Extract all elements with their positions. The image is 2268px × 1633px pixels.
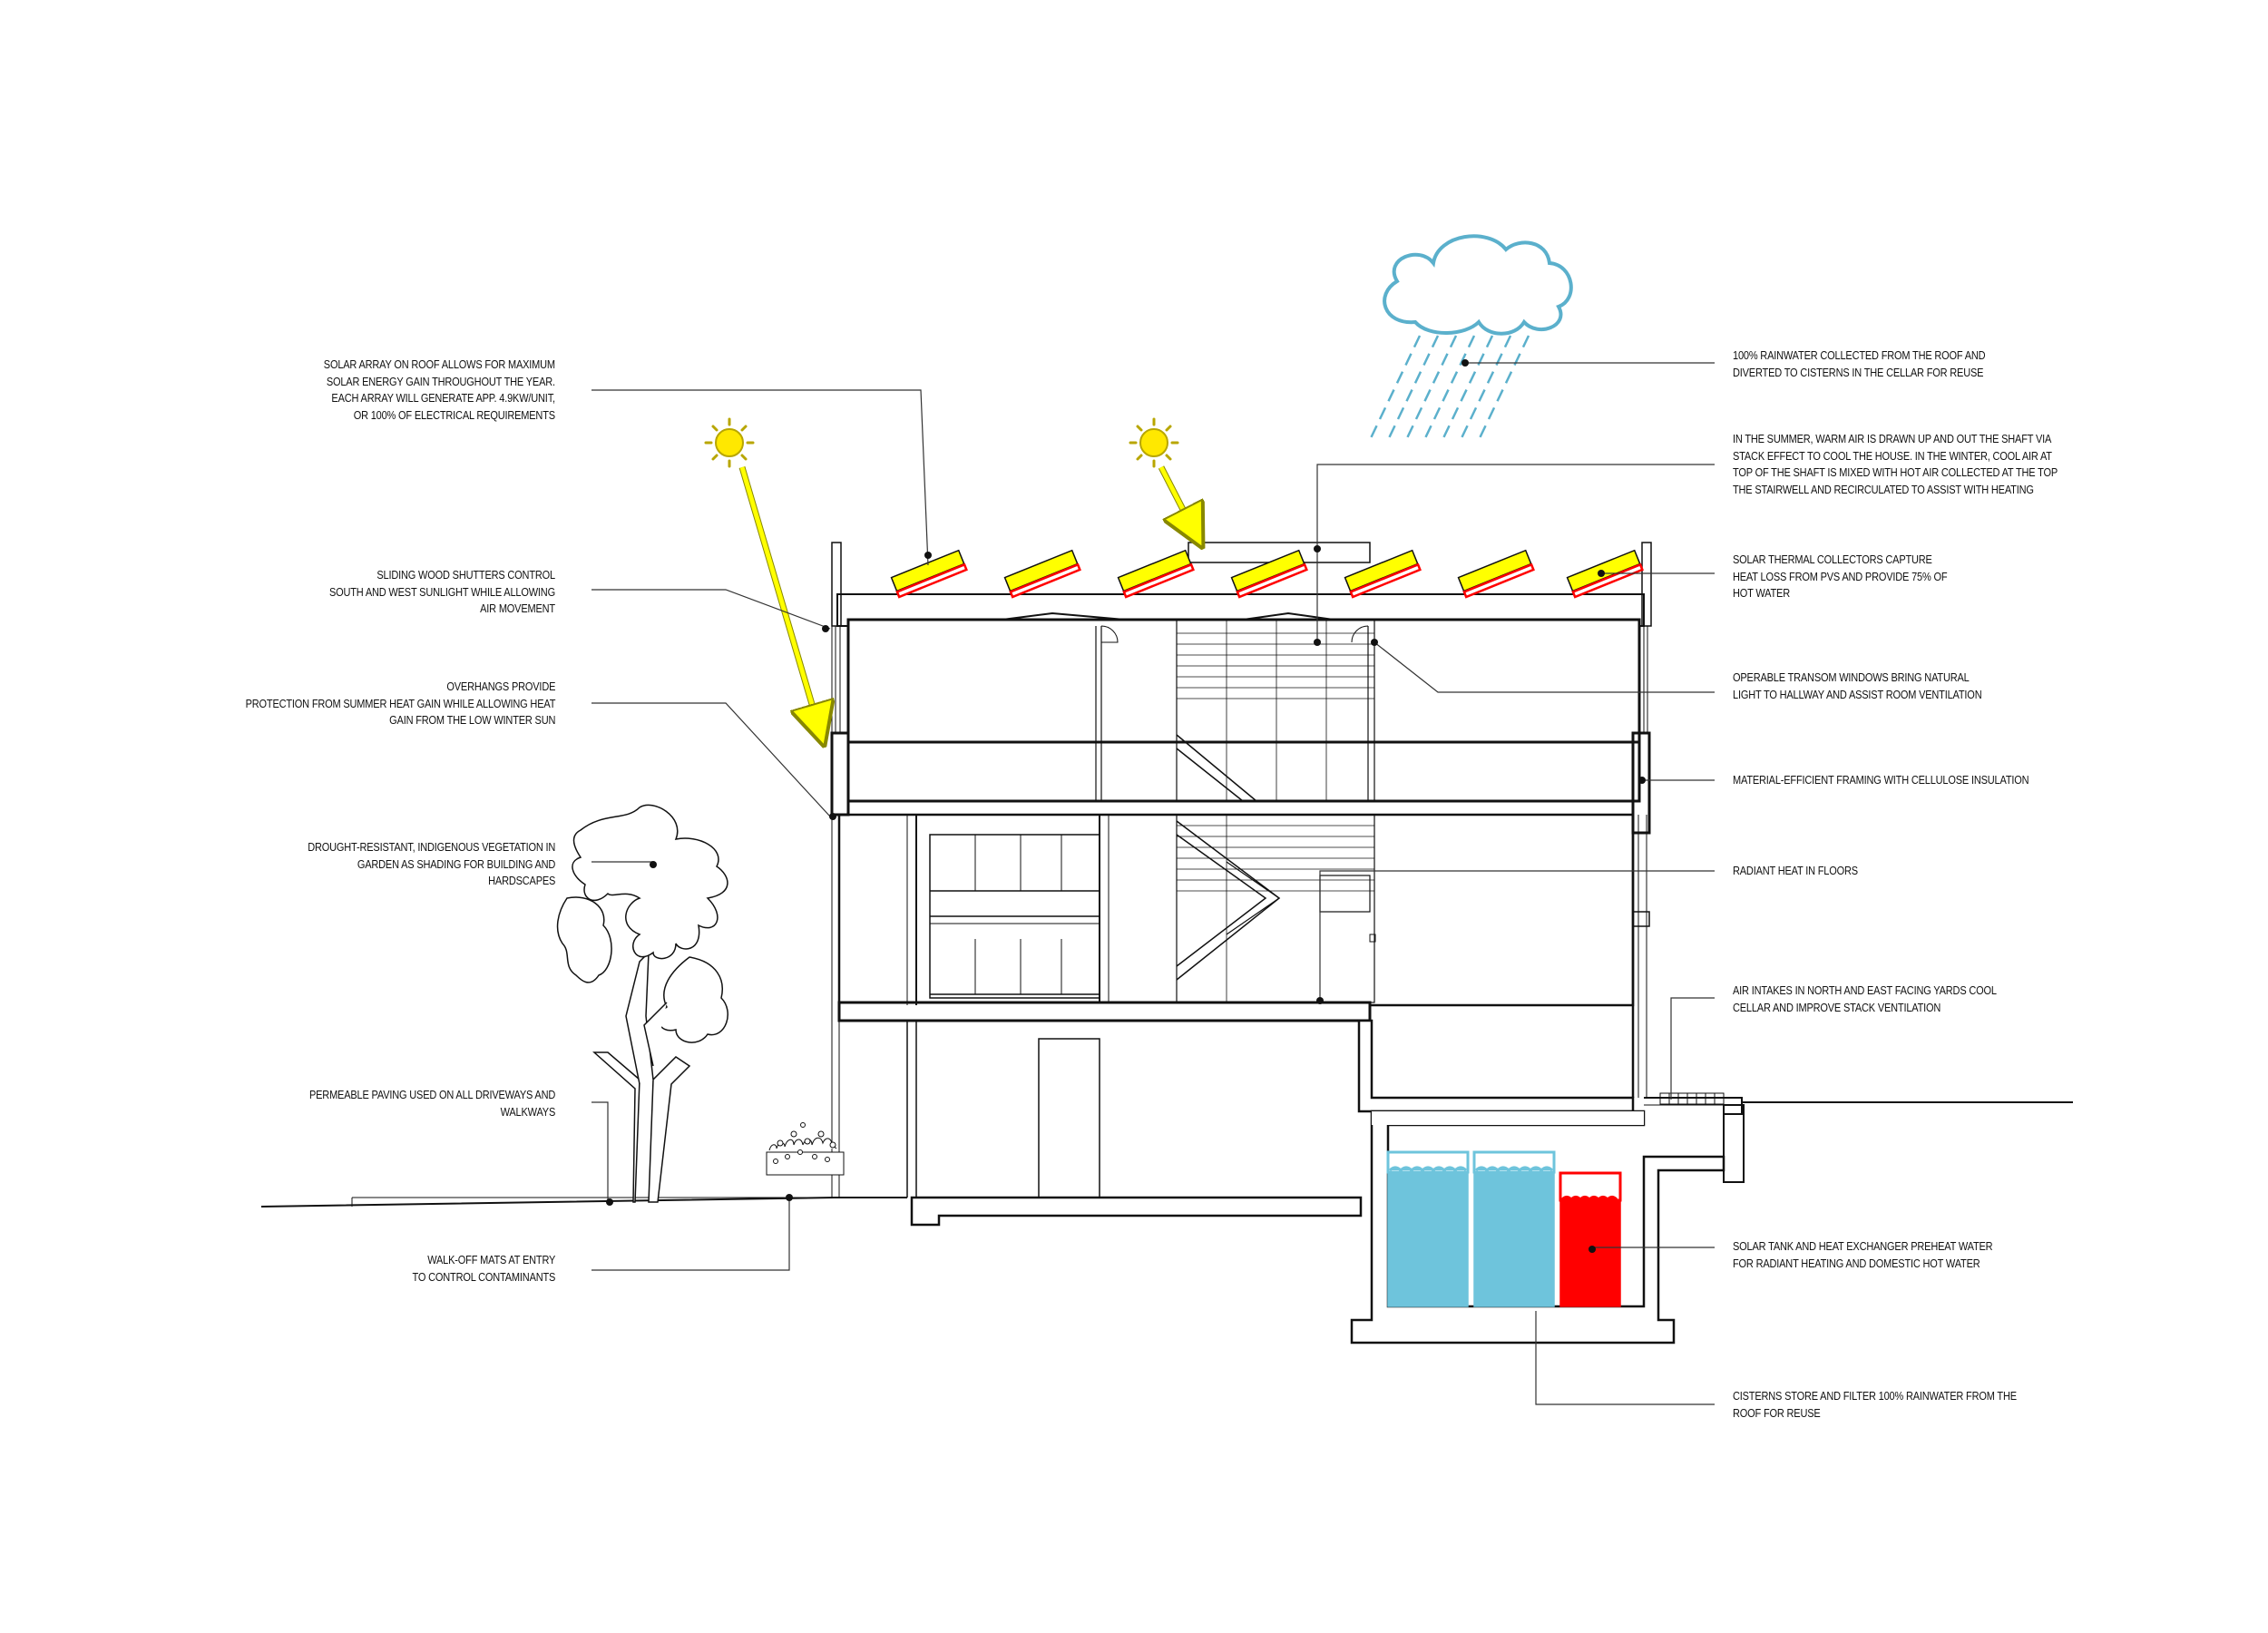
label-paving: PERMEABLE PAVING USED ON ALL DRIVEWAYS A… bbox=[308, 1089, 555, 1119]
label-air-intakes: AIR INTAKES IN NORTH AND EAST FACING YAR… bbox=[1733, 984, 1997, 1014]
building-section bbox=[830, 542, 1745, 1345]
sun-icon bbox=[704, 417, 755, 468]
label-stack-effect: IN THE SUMMER, WARM AIR IS DRAWN UP AND … bbox=[1733, 433, 2058, 496]
label-solar-array: SOLAR ARRAY ON ROOF ALLOWS FOR MAXIMUM S… bbox=[323, 358, 555, 422]
rain-icon bbox=[1368, 335, 1530, 441]
cloud-icon bbox=[1383, 234, 1573, 336]
cistern-1 bbox=[1387, 1151, 1469, 1307]
label-vegetation: DROUGHT-RESISTANT, INDIGENOUS VEGETATION… bbox=[308, 841, 555, 887]
label-solar-tank: SOLAR TANK AND HEAT EXCHANGER PREHEAT WA… bbox=[1733, 1240, 1993, 1270]
tree-icon bbox=[556, 804, 728, 1203]
label-shutters: SLIDING WOOD SHUTTERS CONTROL SOUTH AND … bbox=[328, 569, 555, 615]
sun-ray-arrows bbox=[738, 465, 1193, 726]
overhang-left bbox=[830, 731, 850, 816]
ground-line bbox=[260, 1101, 2073, 1208]
upper-floor-slab bbox=[846, 618, 1641, 803]
solar-panels bbox=[890, 549, 1644, 599]
label-thermal-collectors: SOLAR THERMAL COLLECTORS CAPTURE HEAT LO… bbox=[1733, 553, 1948, 600]
label-cisterns: CISTERNS STORE AND FILTER 100% RAINWATER… bbox=[1733, 1390, 2017, 1420]
cistern-2 bbox=[1473, 1151, 1555, 1307]
label-radiant-heat: RADIANT HEAT IN FLOORS bbox=[1733, 865, 1858, 877]
label-rainwater: 100% RAINWATER COLLECTED FROM THE ROOF A… bbox=[1733, 349, 1986, 379]
label-mats: WALK-OFF MATS AT ENTRY TO CONTROL CONTAM… bbox=[412, 1254, 555, 1284]
shrub-icon bbox=[766, 1122, 845, 1176]
label-overhangs: OVERHANGS PROVIDE PROTECTION FROM SUMMER… bbox=[245, 680, 555, 727]
overhang-right bbox=[1631, 731, 1651, 835]
middle-floor bbox=[837, 813, 1635, 1007]
sun-icon-2 bbox=[1129, 417, 1179, 468]
label-transom-windows: OPERABLE TRANSOM WINDOWS BRING NATURAL L… bbox=[1733, 671, 1982, 701]
ground-floor bbox=[839, 1016, 1370, 1207]
leader-dots bbox=[606, 359, 1646, 1253]
door bbox=[1038, 1038, 1100, 1198]
leader-lines bbox=[591, 362, 1715, 1405]
label-framing: MATERIAL-EFFICIENT FRAMING WITH CELLULOS… bbox=[1733, 774, 2029, 787]
